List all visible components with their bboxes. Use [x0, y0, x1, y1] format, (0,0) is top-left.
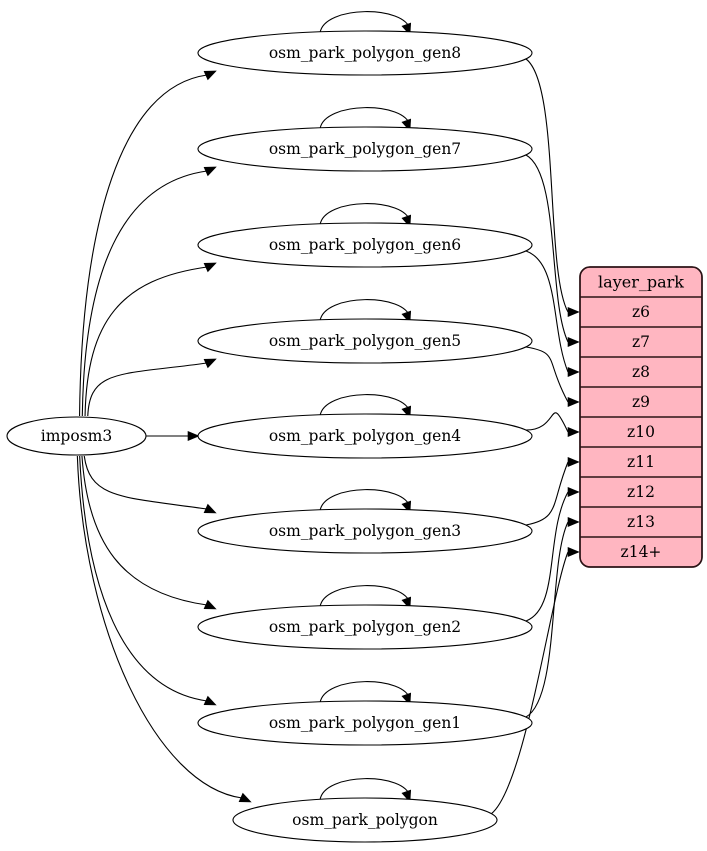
- node-osm_park_polygon_gen1-label: osm_park_polygon_gen1: [269, 714, 461, 732]
- node-osm_park_polygon_gen3[interactable]: osm_park_polygon_gen3: [197, 508, 533, 554]
- self-loop-edge: [319, 394, 411, 417]
- edge-layer: [76, 11, 580, 815]
- edge-arrowhead: [567, 426, 580, 438]
- node-osm_park_polygon_gen2-label: osm_park_polygon_gen2: [269, 618, 461, 636]
- edge-imposm3: [79, 74, 208, 417]
- edge-imposm3: [81, 170, 208, 417]
- table-row-label: z13: [627, 513, 655, 531]
- node-osm_park_polygon_gen3-label: osm_park_polygon_gen3: [269, 522, 461, 540]
- edge-to-layer-row: [490, 551, 569, 815]
- edge-arrowhead: [203, 358, 217, 369]
- node-osm_park_polygon_gen2-shape: [197, 604, 533, 650]
- node-osm_park_polygon_gen6[interactable]: osm_park_polygon_gen6: [197, 222, 533, 268]
- table-row[interactable]: z7: [580, 326, 702, 351]
- table-row-label: z11: [627, 453, 655, 471]
- node-osm_park_polygon_gen4-shape: [197, 413, 533, 459]
- edge-arrowhead: [187, 430, 200, 442]
- node-osm_park_polygon_gen6-label: osm_park_polygon_gen6: [269, 236, 461, 254]
- table-row[interactable]: z10: [580, 416, 702, 441]
- edge-arrowhead: [203, 166, 217, 177]
- table-row[interactable]: z9: [580, 386, 702, 411]
- table-row-label: z10: [627, 423, 655, 441]
- edge-to-layer-row: [525, 521, 569, 718]
- node-osm_park_polygon_gen8[interactable]: osm_park_polygon_gen8: [197, 30, 533, 76]
- table-row-label: z14+: [621, 543, 662, 561]
- table-row[interactable]: z14+: [580, 536, 702, 561]
- table-row-label: z8: [632, 363, 650, 381]
- node-osm_park_polygon_gen7-shape: [197, 126, 533, 172]
- edge-imposm3: [79, 455, 208, 702]
- node-osm_park_polygon_gen7-label: osm_park_polygon_gen7: [269, 140, 461, 158]
- self-loop-edge: [319, 203, 411, 226]
- table-row[interactable]: z11: [580, 446, 702, 471]
- edge-to-layer-row: [525, 154, 569, 343]
- edge-arrowhead: [567, 306, 580, 318]
- node-osm_park_polygon_gen4-label: osm_park_polygon_gen4: [269, 427, 461, 445]
- node-layer: imposm3 osm_park_polygon_gen8 osm_park_pol…: [6, 30, 533, 843]
- table-layer: layer_park z6 z7 z8 z9 z10 z11 z12 z13 z14+: [579, 266, 703, 568]
- table-row[interactable]: z12: [580, 476, 702, 501]
- node-imposm3[interactable]: imposm3: [6, 416, 147, 456]
- table-row[interactable]: z13: [580, 506, 702, 531]
- self-loop-edge: [319, 778, 411, 801]
- node-osm_park_polygon_gen1[interactable]: osm_park_polygon_gen1: [197, 700, 533, 746]
- node-imposm3-label: imposm3: [41, 427, 112, 445]
- edge-imposm3: [83, 455, 208, 510]
- edge-arrowhead: [567, 516, 580, 528]
- edge-imposm3: [76, 455, 243, 799]
- edge-arrowhead: [567, 366, 580, 378]
- node-osm_park_polygon_gen8-shape: [197, 30, 533, 76]
- edge-arrowhead: [203, 262, 217, 273]
- edge-to-layer-row: [525, 412, 569, 433]
- table-row-label: z7: [632, 333, 650, 351]
- node-osm_park_polygon_gen3-shape: [197, 508, 533, 554]
- edge-to-layer-row: [525, 491, 569, 622]
- node-osm_park_polygon_gen4[interactable]: osm_park_polygon_gen4: [197, 413, 533, 459]
- node-osm_park_polygon_gen2[interactable]: osm_park_polygon_gen2: [197, 604, 533, 650]
- self-loop-edge: [319, 489, 411, 512]
- self-loop-edge: [319, 299, 411, 322]
- edge-arrowhead: [567, 546, 580, 558]
- node-osm_park_polygon_gen8-label: osm_park_polygon_gen8: [269, 44, 461, 62]
- node-osm_park_polygon_gen5[interactable]: osm_park_polygon_gen5: [197, 318, 533, 364]
- edge-to-layer-row: [525, 58, 569, 313]
- edge-arrowhead: [567, 486, 580, 498]
- table-outline: [579, 266, 703, 568]
- node-osm_park_polygon_gen5-label: osm_park_polygon_gen5: [269, 332, 461, 350]
- node-osm_park_polygon_gen7[interactable]: osm_park_polygon_gen7: [197, 126, 533, 172]
- edge-to-layer-row: [525, 461, 569, 526]
- node-osm_park_polygon_gen5-shape: [197, 318, 533, 364]
- edge-imposm3: [87, 362, 208, 417]
- self-loop-edge: [319, 585, 411, 608]
- edge-to-layer-row: [525, 346, 569, 403]
- self-loop-edge: [319, 107, 411, 130]
- edge-arrowhead: [203, 70, 217, 81]
- edge-arrowhead: [567, 336, 580, 348]
- node-osm_park_polygon-shape: [232, 797, 498, 843]
- table-row-label: z6: [632, 303, 650, 321]
- table-row-label: z12: [627, 483, 655, 501]
- node-imposm3-shape: [6, 416, 147, 456]
- node-osm_park_polygon-label: osm_park_polygon: [292, 811, 438, 829]
- edge-arrowhead: [238, 792, 252, 803]
- node-osm_park_polygon_gen6-shape: [197, 222, 533, 268]
- edge-arrowhead: [203, 695, 217, 706]
- edge-to-layer-row: [525, 250, 569, 373]
- table-row[interactable]: z6: [580, 296, 702, 321]
- node-osm_park_polygon_gen1-shape: [197, 700, 533, 746]
- table-header-label: layer_park: [598, 273, 684, 292]
- node-osm_park_polygon[interactable]: osm_park_polygon: [232, 797, 498, 843]
- table-row[interactable]: z8: [580, 356, 702, 381]
- edge-imposm3: [84, 266, 208, 417]
- edge-arrowhead: [203, 599, 217, 610]
- edge-imposm3: [81, 455, 208, 606]
- edge-arrowhead: [567, 456, 580, 468]
- self-loop-edge: [319, 11, 411, 34]
- table-row-label: z9: [632, 393, 650, 411]
- edge-arrowhead: [567, 396, 580, 408]
- self-loop-edge: [319, 681, 411, 704]
- edge-arrowhead: [203, 503, 217, 514]
